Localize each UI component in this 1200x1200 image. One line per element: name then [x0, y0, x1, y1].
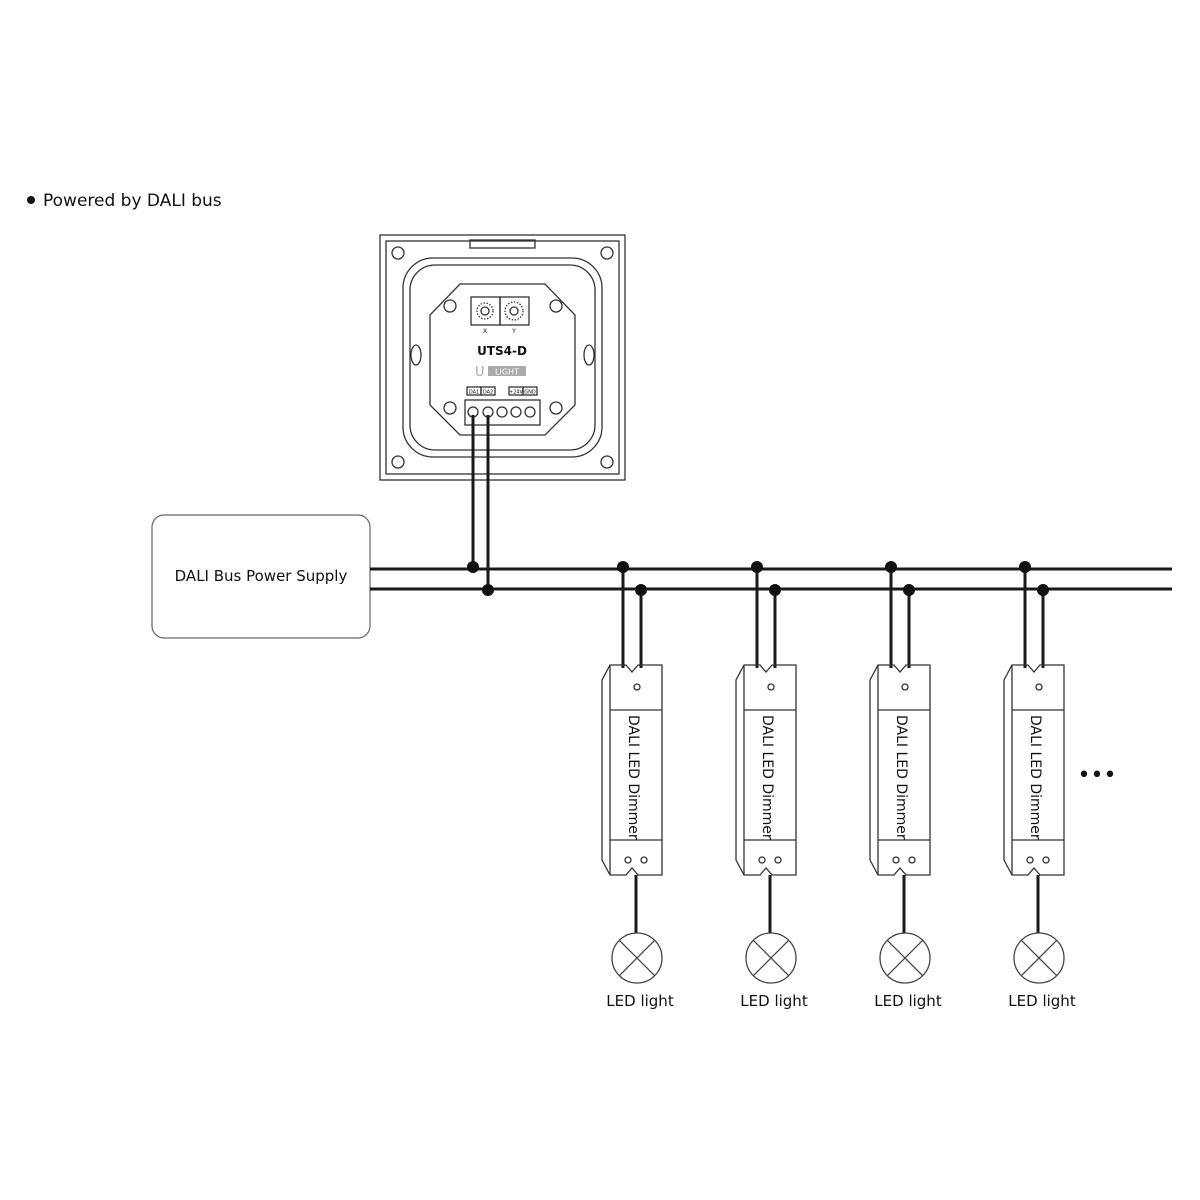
corner-screw-icons [391, 246, 614, 469]
svg-text:DA2: DA2 [483, 390, 493, 396]
led-light-label: LED light [874, 992, 942, 1010]
dimmer-label: DALI LED Dimmer [625, 715, 641, 840]
junction-dot [769, 584, 781, 596]
caption-text: Powered by DALI bus [43, 191, 222, 211]
dali-led-dimmer: DALI LED Dimmer [1003, 664, 1065, 876]
dali-bus-power-supply: DALI Bus Power Supply [151, 514, 371, 639]
model-label: UTS4-D [477, 344, 527, 358]
dial-x [470, 296, 501, 326]
dimmer-label: DALI LED Dimmer [1027, 715, 1043, 840]
junction-dot [751, 561, 763, 573]
power-supply-label: DALI Bus Power Supply [175, 567, 348, 585]
brand-logo-u: U [475, 365, 485, 380]
junction-dot [635, 584, 647, 596]
dali-led-dimmer: DALI LED Dimmer [601, 664, 663, 876]
caption: Powered by DALI bus [27, 191, 222, 211]
led-light-icon [1013, 932, 1065, 984]
junction-dot [617, 561, 629, 573]
junction-dot [885, 561, 897, 573]
junction-dot [1019, 561, 1031, 573]
more-indicator: ••• [1078, 763, 1117, 788]
led-light-label: LED light [606, 992, 674, 1010]
junction-dot [1037, 584, 1049, 596]
dial-y [499, 296, 530, 326]
svg-text:+24V: +24V [509, 390, 524, 396]
dali-bus [370, 415, 1172, 596]
dial-x-label: X [483, 328, 487, 335]
dimmer-label: DALI LED Dimmer [893, 715, 909, 840]
dali-led-dimmer: DALI LED Dimmer [735, 664, 797, 876]
brand-logo: LIGHT [495, 368, 519, 377]
bullet-icon [27, 196, 35, 204]
terminal-labels: DA1 DA2 +24V GND [466, 386, 538, 396]
led-light-icon [745, 932, 797, 984]
dial-y-label: Y [511, 328, 516, 335]
module-housing [429, 283, 576, 436]
junction-dot [903, 584, 915, 596]
svg-text:DA1: DA1 [469, 390, 479, 396]
led-light-icon [879, 932, 931, 984]
dimmer-label: DALI LED Dimmer [759, 715, 775, 840]
terminal-block [464, 399, 541, 426]
led-light-label: LED light [740, 992, 808, 1010]
led-light-label: LED light [1008, 992, 1076, 1010]
uts4-d-switch-panel: X Y UTS4-D U LIGHT DA1 DA2 +24V GND [379, 234, 626, 481]
terminal-screw-icons [467, 406, 536, 418]
svg-text:GND: GND [524, 390, 536, 396]
led-light-icon [611, 932, 663, 984]
dali-led-dimmer: DALI LED Dimmer [869, 664, 931, 876]
